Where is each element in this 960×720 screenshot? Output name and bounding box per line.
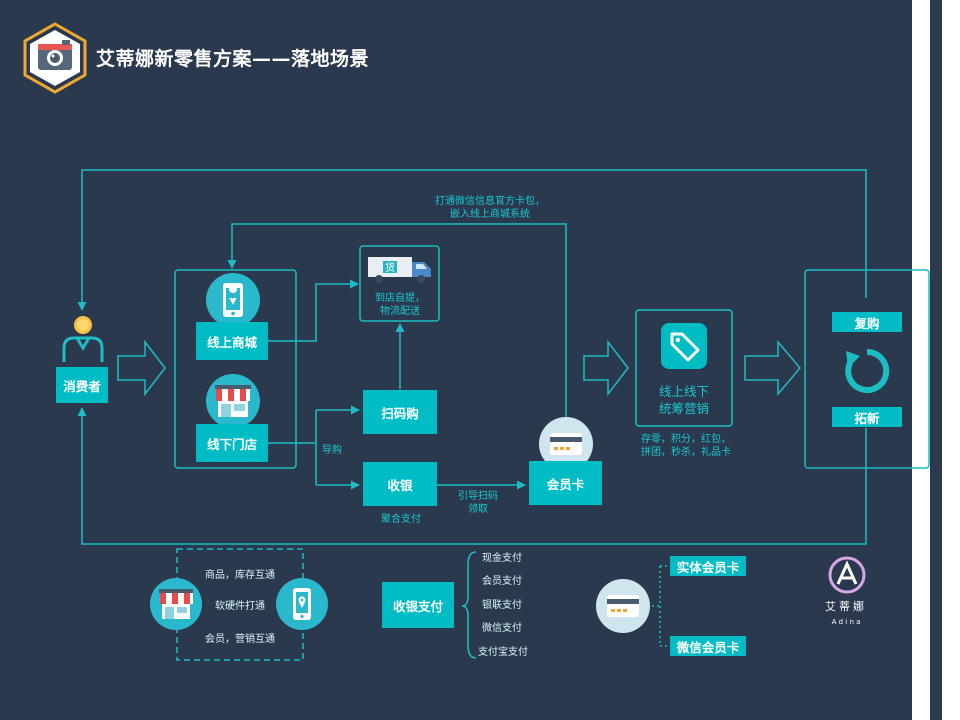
refresh-icon <box>845 348 890 393</box>
online-store-box: 线上商城 <box>196 322 268 360</box>
cashier-box: 收银 <box>363 462 437 506</box>
pay-method-member: 会员支付 <box>482 576 522 587</box>
repurchase-box: 复购 <box>832 312 902 332</box>
tag-icon <box>661 323 707 369</box>
consumer-icon <box>62 316 104 362</box>
marketing-methods: 存零，积分，红包， 拼团，秒杀，礼品卡 <box>641 434 731 458</box>
camera-icon <box>23 22 87 94</box>
consumer-box: 消费者 <box>56 367 108 403</box>
right-edge-bar <box>912 0 960 720</box>
entity-card-box: 实体会员卡 <box>670 556 746 576</box>
sync-item-1: 商品，库存互通 <box>205 570 275 581</box>
logo-en: A d i n a <box>831 618 861 626</box>
truck-caption: 到店自提， 物流配送 <box>375 293 425 317</box>
adina-logo <box>828 556 866 594</box>
truck-icon: 货 <box>368 257 431 283</box>
wechat-card-box: 微信会员卡 <box>670 636 746 656</box>
pay-method-cash: 现金支付 <box>482 553 522 564</box>
acquire-box: 拓新 <box>832 407 902 427</box>
shop-icon-2 <box>150 578 202 630</box>
sync-item-2: 软硬件打通 <box>215 601 265 612</box>
logo-cn: 艾蒂娜 <box>825 600 867 613</box>
pay-method-unionpay: 银联支付 <box>482 600 522 611</box>
offline-store-box: 线下门店 <box>196 424 268 462</box>
truck-sign: 货 <box>385 261 395 274</box>
card-icon <box>539 417 593 471</box>
aggregate-pay-label: 聚合支付 <box>381 514 421 525</box>
pay-method-wechat: 微信支付 <box>482 623 522 634</box>
guide-label: 导购 <box>322 445 342 456</box>
guide-scan-label: 引导扫码 领取 <box>458 491 498 515</box>
page-title: 艾蒂娜新零售方案——落地场景 <box>96 48 370 70</box>
payment-box: 收银支付 <box>382 582 454 628</box>
shop-icon <box>206 374 260 428</box>
scan-buy-box: 扫码购 <box>363 390 437 434</box>
top-note: 打通微信信息官方卡包， 嵌入线上商城系统 <box>435 196 545 220</box>
omni-marketing-label: 线上线下 统筹营销 <box>658 384 709 416</box>
phone-icon-2 <box>276 578 328 630</box>
phone-icon <box>206 273 260 327</box>
member-card-box: 会员卡 <box>529 461 602 505</box>
card-icon-2 <box>596 579 650 633</box>
sync-item-3: 会员，营销互通 <box>205 634 275 645</box>
pay-method-alipay: 支付宝支付 <box>478 647 528 658</box>
